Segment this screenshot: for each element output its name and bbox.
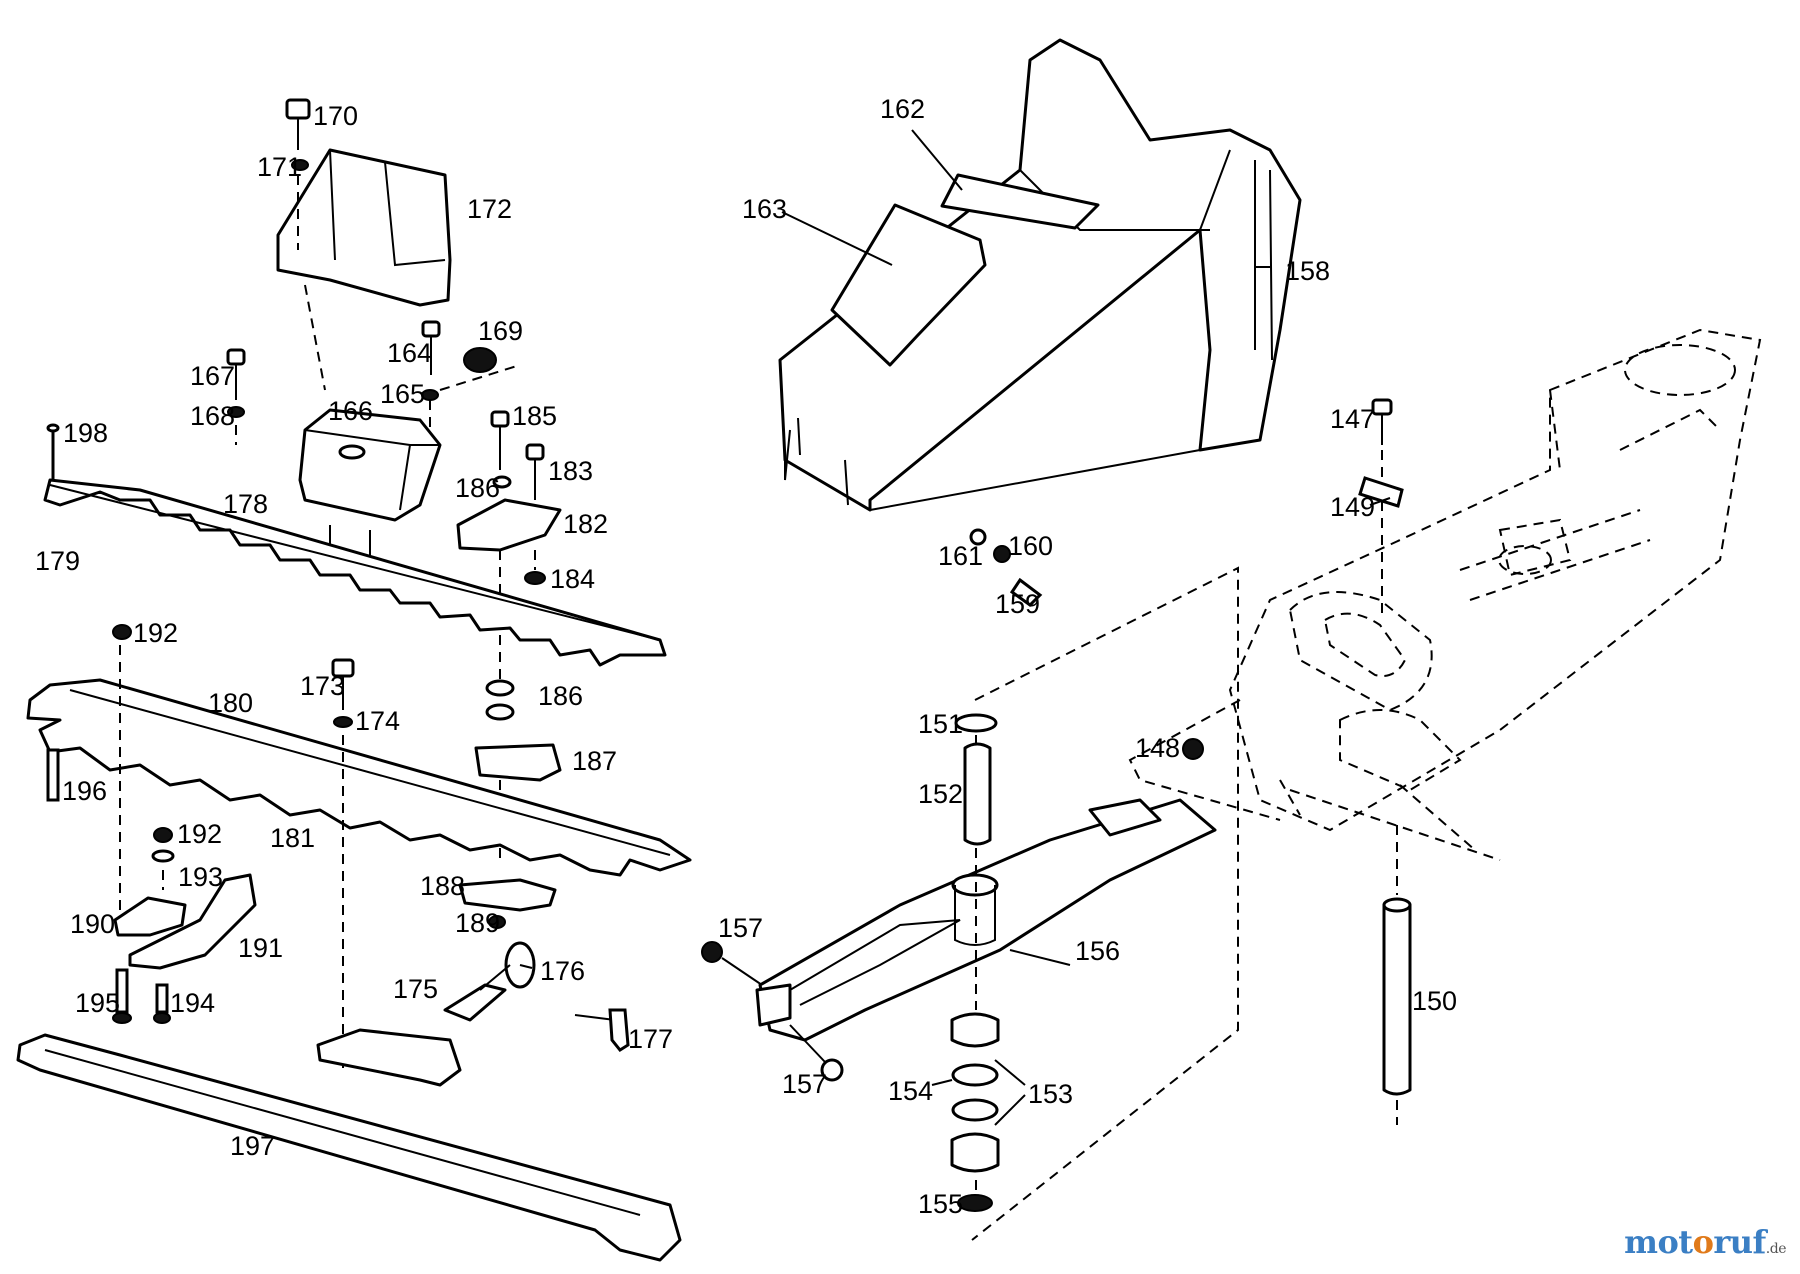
cover-172: [278, 150, 450, 305]
label-161: 161: [938, 541, 983, 571]
pin-198: [48, 425, 58, 480]
label-174: 174: [355, 706, 400, 736]
nut-192-193: [153, 828, 173, 890]
label-150: 150: [1412, 986, 1457, 1016]
label-152: 152: [918, 779, 963, 809]
label-189: 189: [455, 908, 500, 938]
label-196: 196: [62, 776, 107, 806]
label-171: 171: [257, 152, 302, 182]
guard-rail-197: [18, 1035, 680, 1260]
label-149: 149: [1330, 492, 1375, 522]
label-169: 169: [478, 316, 523, 346]
label-190: 190: [70, 909, 115, 939]
label-148: 148: [1135, 733, 1180, 763]
label-159: 159: [995, 589, 1040, 619]
label-166: 166: [328, 396, 373, 426]
label-168: 168: [190, 401, 235, 431]
hood-cover: [780, 40, 1300, 510]
label-177: 177: [628, 1024, 673, 1054]
frame-bolt-147: [1183, 400, 1402, 759]
label-163: 163: [742, 194, 787, 224]
pin-150: [1384, 785, 1475, 1125]
label-186-bottom: 186: [538, 681, 583, 711]
label-185: 185: [512, 401, 557, 431]
label-194: 194: [170, 988, 215, 1018]
label-153: 153: [1028, 1079, 1073, 1109]
motoruf-watermark-logo: motoruf.de: [1624, 1223, 1786, 1261]
label-151: 151: [918, 709, 963, 739]
label-181: 181: [270, 823, 315, 853]
bolt-173: [333, 660, 353, 1075]
label-170: 170: [313, 101, 358, 131]
label-157-top: 157: [718, 913, 763, 943]
label-178: 178: [223, 489, 268, 519]
label-183: 183: [548, 456, 593, 486]
label-176: 176: [540, 956, 585, 986]
label-167: 167: [190, 361, 235, 391]
label-197: 197: [230, 1131, 275, 1161]
label-172: 172: [467, 194, 512, 224]
label-154: 154: [888, 1076, 933, 1106]
label-165: 165: [380, 379, 425, 409]
label-160: 160: [1008, 531, 1053, 561]
label-164: 164: [387, 338, 432, 368]
label-175: 175: [393, 974, 438, 1004]
label-155: 155: [918, 1189, 963, 1219]
label-198: 198: [63, 418, 108, 448]
label-180: 180: [208, 688, 253, 718]
label-184: 184: [550, 564, 595, 594]
label-162: 162: [880, 94, 925, 124]
label-187: 187: [572, 746, 617, 776]
bolt-183: [527, 445, 543, 500]
label-192-top: 192: [133, 618, 178, 648]
label-173: 173: [300, 671, 345, 701]
label-157-bottom: 157: [782, 1069, 827, 1099]
label-182: 182: [563, 509, 608, 539]
label-193: 193: [178, 862, 223, 892]
label-158: 158: [1285, 256, 1330, 286]
label-188: 188: [420, 871, 465, 901]
label-156: 156: [1075, 936, 1120, 966]
nut-192-top: [113, 625, 131, 639]
label-192-bottom: 192: [177, 819, 222, 849]
bolts-194-195: [113, 970, 170, 1023]
label-179: 179: [35, 546, 80, 576]
label-191: 191: [238, 933, 283, 963]
label-195: 195: [75, 988, 120, 1018]
label-147: 147: [1330, 404, 1375, 434]
label-186-top: 186: [455, 473, 500, 503]
